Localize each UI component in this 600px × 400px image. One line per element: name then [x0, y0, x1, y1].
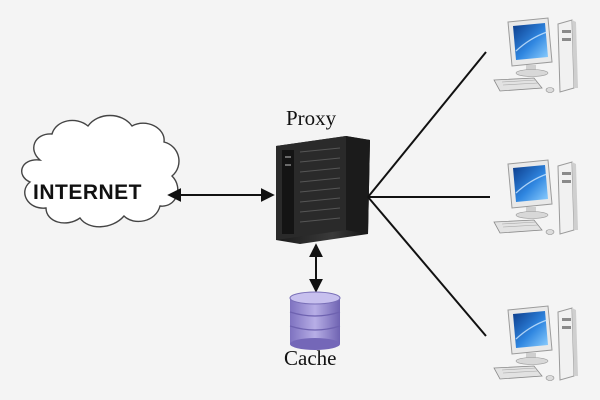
internet-cloud-icon	[21, 114, 180, 228]
internet-label: INTERNET	[33, 181, 142, 204]
desktop-computer-icon	[493, 159, 579, 236]
proxy-label: Proxy	[286, 106, 337, 130]
proxy-client-1-line	[367, 51, 487, 198]
desktop-computer-icon	[493, 305, 579, 382]
desktop-computer-icon	[493, 17, 579, 94]
cache-label: Cache	[284, 346, 337, 370]
proxy-client-3-line	[367, 196, 487, 337]
proxy-server-icon	[276, 136, 370, 244]
cache-database-icon	[289, 291, 341, 350]
